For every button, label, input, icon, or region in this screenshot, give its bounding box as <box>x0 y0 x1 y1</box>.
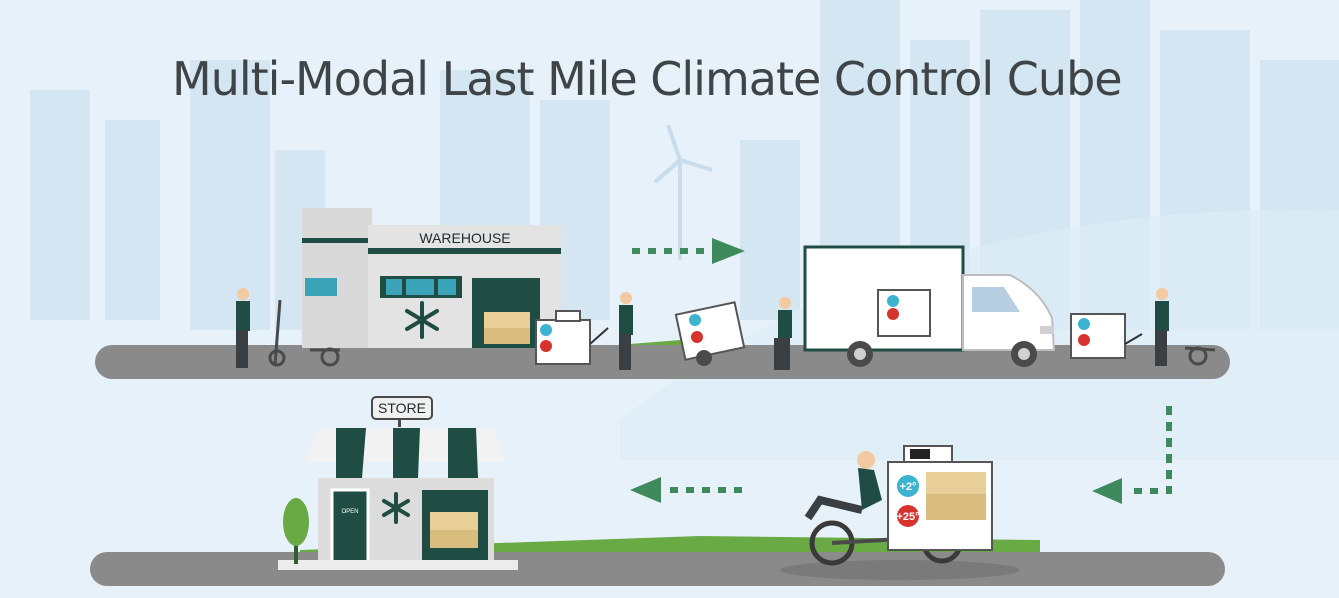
wind-turbine-icon <box>653 124 713 260</box>
climate-cube <box>674 301 746 366</box>
snowflake-icon <box>405 301 439 339</box>
warehouse-label: WAREHOUSE <box>419 230 510 246</box>
hand-truck <box>268 299 1216 367</box>
tree-icon <box>283 498 309 564</box>
worker <box>1155 288 1169 366</box>
climate-cube <box>535 310 609 365</box>
temp-cold-badge: +2° <box>900 481 917 493</box>
store-label: STORE <box>378 400 426 416</box>
lower-road <box>90 552 1225 586</box>
store-building <box>278 396 518 570</box>
cargo-bike <box>780 445 1020 580</box>
page-title: Multi-Modal Last Mile Climate Control Cu… <box>172 52 1123 106</box>
worker <box>619 292 633 370</box>
worker <box>236 288 250 368</box>
temp-warm-badge: +25° <box>896 511 919 523</box>
arrow-right-icon <box>632 238 745 264</box>
arrow-down-left-icon <box>1092 406 1172 504</box>
climate-cube <box>1070 313 1143 359</box>
snowflake-icon <box>382 492 410 524</box>
upper-road <box>95 345 1230 379</box>
delivery-truck <box>803 245 1056 367</box>
open-sign: OPEN <box>341 509 358 515</box>
worker <box>774 297 792 370</box>
warehouse-building <box>302 208 561 348</box>
arrow-left-icon <box>630 477 742 503</box>
